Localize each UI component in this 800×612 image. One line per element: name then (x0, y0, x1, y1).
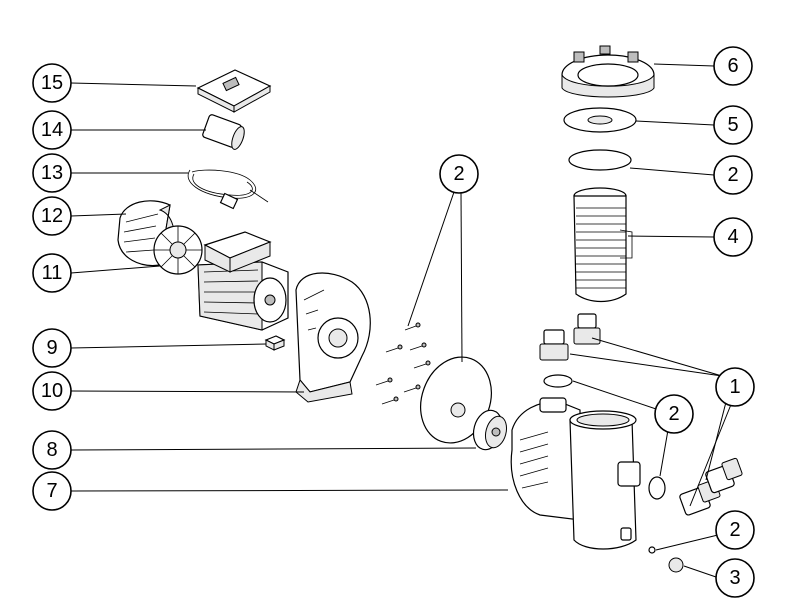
callout-11-label: 11 (42, 262, 63, 284)
callout-15: 15 (32, 63, 72, 103)
callout-2-fitting-oring: 2 (654, 394, 694, 434)
clear-lid-part (563, 107, 637, 133)
callout-12: 12 (32, 196, 72, 236)
callout-3-label: 3 (729, 567, 740, 589)
callout-1-label: 1 (729, 376, 740, 398)
callout-2-lid-oring-label: 2 (727, 164, 738, 186)
drain-plug-part (648, 546, 684, 573)
callout-8-label: 8 (46, 439, 57, 461)
callout-13: 13 (32, 153, 72, 193)
callout-15-label: 15 (41, 72, 63, 94)
callout-7: 7 (32, 471, 72, 511)
callout-9: 9 (32, 328, 72, 368)
screws-part (375, 322, 431, 405)
terminal-cover-part (196, 69, 272, 113)
callout-6: 6 (713, 46, 753, 86)
callout-6-label: 6 (727, 55, 738, 77)
lid-ring-part (561, 45, 655, 98)
callout-5: 5 (713, 105, 753, 145)
capacitor-part (202, 114, 245, 150)
callout-2-center: 2 (439, 154, 479, 194)
strainer-basket-part (573, 187, 633, 303)
callout-14-label: 14 (41, 119, 63, 141)
lid-oring-part (568, 149, 632, 171)
motor-part (197, 231, 289, 331)
power-cable-part (187, 169, 269, 210)
union-oring-part (648, 476, 666, 500)
callout-4: 4 (713, 217, 753, 257)
callout-2-fitting-oring-label: 2 (668, 403, 679, 425)
shaft-key-part (264, 335, 286, 351)
callout-2-drain-oring: 2 (715, 510, 755, 550)
callout-14: 14 (32, 110, 72, 150)
callout-10-label: 10 (41, 380, 63, 402)
callout-4-label: 4 (727, 226, 738, 248)
fitting-oring-part (543, 374, 573, 388)
callout-13-label: 13 (41, 162, 63, 184)
fittings-part (539, 313, 743, 516)
callout-1: 1 (715, 367, 755, 407)
leader-lines (70, 63, 733, 578)
callout-2-lid-oring: 2 (713, 155, 753, 195)
callout-12-label: 12 (41, 205, 63, 227)
callout-5-label: 5 (727, 114, 738, 136)
fan-part (153, 225, 203, 275)
callout-7-label: 7 (46, 480, 57, 502)
seal-plate-part (295, 272, 371, 403)
callout-8: 8 (32, 430, 72, 470)
callout-3: 3 (715, 558, 755, 598)
callout-10: 10 (32, 371, 72, 411)
callout-11: 11 (32, 253, 72, 293)
pump-housing-part (510, 397, 641, 550)
callout-2-drain-oring-label: 2 (729, 519, 740, 541)
callout-9-label: 9 (46, 337, 57, 359)
impeller-part (472, 409, 508, 451)
callout-2-center-label: 2 (453, 163, 464, 185)
